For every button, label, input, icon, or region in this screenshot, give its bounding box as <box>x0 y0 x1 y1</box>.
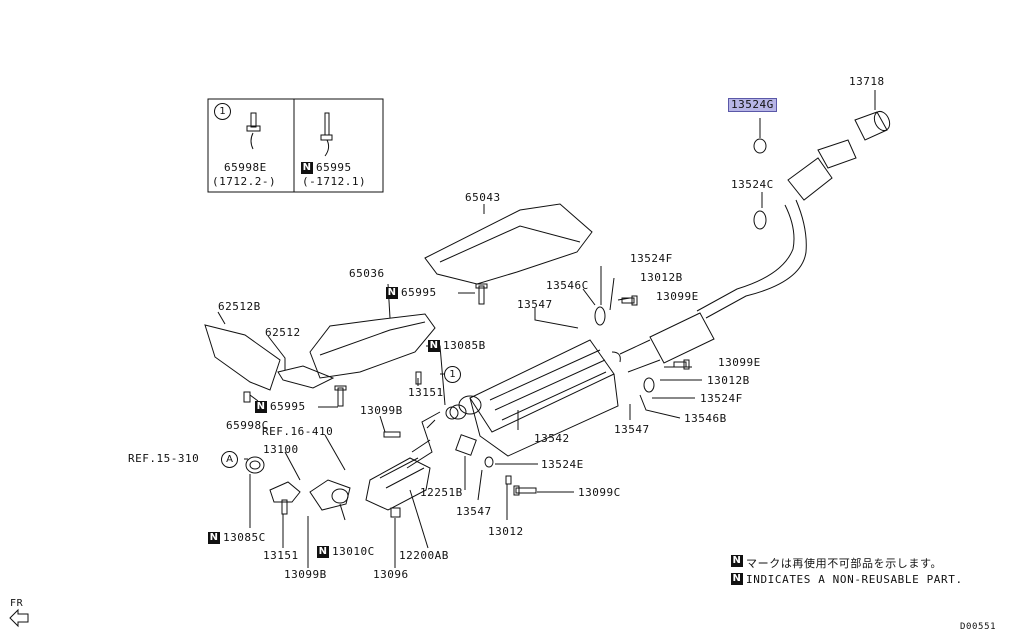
part-13524e[interactable]: 13524E <box>541 458 584 471</box>
part-13524f-top[interactable]: 13524F <box>630 252 673 265</box>
ref-circle-a[interactable]: A <box>221 451 238 468</box>
non-reusable-icon: N <box>386 287 398 299</box>
nut-13012-icon <box>505 475 512 485</box>
part-13012[interactable]: 13012 <box>488 525 524 538</box>
part-13099b-top[interactable]: 13099B <box>360 404 403 417</box>
heat-shield-65043 <box>424 203 593 285</box>
non-reusable-icon: N <box>317 546 329 558</box>
main-muffler <box>449 339 619 457</box>
inset-bolt-right-icon <box>320 112 333 157</box>
part-13542[interactable]: 13542 <box>534 432 570 445</box>
part-13085b-number: 13085B <box>443 339 486 352</box>
heat-shield-62512b <box>204 324 281 391</box>
range-65998e: (1712.2-) <box>212 175 277 188</box>
non-reusable-icon: N <box>731 555 743 567</box>
part-13524g-highlighted[interactable]: 13524G <box>728 98 777 112</box>
part-13099b-low[interactable]: 13099B <box>284 568 327 581</box>
bolt-13099c-icon <box>513 485 537 496</box>
ref-circle-1[interactable]: 1 <box>444 366 461 383</box>
note-jp-text: マークは再使用不可部品を示します。 <box>746 557 943 570</box>
non-reusable-icon: N <box>208 532 220 544</box>
hanger-13524e <box>484 456 494 468</box>
front-arrow-icon <box>9 608 29 628</box>
part-13718[interactable]: 13718 <box>849 75 885 88</box>
non-reusable-icon: N <box>428 340 440 352</box>
part-13096[interactable]: 13096 <box>373 568 409 581</box>
part-13547-right[interactable]: 13547 <box>614 423 650 436</box>
part-12200ab[interactable]: 12200AB <box>399 549 449 562</box>
gasket-13085c <box>245 456 265 474</box>
non-reusable-icon: N <box>731 573 743 585</box>
bolt-13099e-right-icon <box>673 359 690 370</box>
part-13012b-right[interactable]: 13012B <box>707 374 750 387</box>
bracket-12251b <box>455 434 477 456</box>
hanger-13524c <box>753 210 767 230</box>
part-13524c[interactable]: 13524C <box>731 178 774 191</box>
stud-13151-low-icon <box>281 499 288 515</box>
part-62512[interactable]: 62512 <box>265 326 301 339</box>
nut-13096-icon <box>390 507 401 518</box>
range-65995: (-1712.1) <box>302 175 367 188</box>
hanger-13524g <box>753 138 767 154</box>
ref-15-310[interactable]: REF.15-310 <box>128 452 200 465</box>
part-13151-low[interactable]: 13151 <box>263 549 299 562</box>
non-reusable-icon: N <box>255 401 267 413</box>
fr-label: FR <box>10 598 24 609</box>
diagram-code: D00551 <box>960 622 997 632</box>
bolt-13099b-icon <box>383 431 401 438</box>
gasket-13085b <box>445 406 459 420</box>
part-65043[interactable]: 65043 <box>465 191 501 204</box>
bolt-13099e-top-icon <box>621 295 638 306</box>
bolt-65995-mid-icon <box>475 283 488 305</box>
bolt-65995-low-icon <box>334 385 347 407</box>
part-13085c-number: 13085C <box>223 531 266 544</box>
part-13012b-top[interactable]: 13012B <box>640 271 683 284</box>
part-13546b[interactable]: 13546B <box>684 412 727 425</box>
part-13100[interactable]: 13100 <box>263 443 299 456</box>
bolt-65998c-icon <box>243 391 251 403</box>
part-13099c[interactable]: 13099C <box>578 486 621 499</box>
inset-box <box>207 98 384 193</box>
part-65995-inset-number: 65995 <box>316 161 352 174</box>
part-13546c[interactable]: 13546C <box>546 279 589 292</box>
ref-circle-1-inset: 1 <box>214 103 231 120</box>
part-65036[interactable]: 65036 <box>349 267 385 280</box>
heat-shield-65036 <box>309 313 436 379</box>
part-12251b[interactable]: 12251B <box>420 486 463 499</box>
part-62512b[interactable]: 62512B <box>218 300 261 313</box>
tail-pipe-assembly <box>611 110 891 373</box>
gasket-13010c <box>331 488 349 504</box>
part-13099e-top[interactable]: 13099E <box>656 290 699 303</box>
part-65995-low-number: 65995 <box>270 400 306 413</box>
ref-16-410[interactable]: REF.16-410 <box>262 425 334 438</box>
part-65995-mid-number: 65995 <box>401 286 437 299</box>
inset-bolt-left-icon <box>246 112 261 150</box>
note-en-text: INDICATES A NON-REUSABLE PART. <box>746 573 963 586</box>
hanger-13524f-right <box>643 377 655 393</box>
bracket-62512 <box>277 365 335 389</box>
part-65998c[interactable]: 65998C <box>226 419 269 432</box>
part-13547-top[interactable]: 13547 <box>517 298 553 311</box>
part-13151-top[interactable]: 13151 <box>408 386 444 399</box>
part-65998e[interactable]: 65998E <box>224 161 267 174</box>
part-13010c-number: 13010C <box>332 545 375 558</box>
part-13547-low[interactable]: 13547 <box>456 505 492 518</box>
non-reusable-icon: N <box>301 162 313 174</box>
hanger-13524f-top <box>594 306 606 326</box>
part-13099e-right[interactable]: 13099E <box>718 356 761 369</box>
part-13524f-right[interactable]: 13524F <box>700 392 743 405</box>
